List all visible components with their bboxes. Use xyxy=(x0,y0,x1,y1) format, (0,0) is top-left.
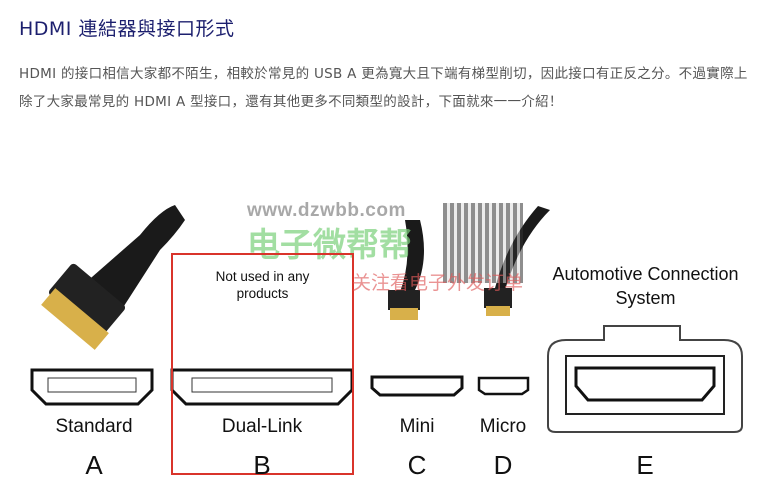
watermark-brand: 电子微帮帮 xyxy=(247,225,412,264)
hdmi-connector-figure: www.dzwbb.com 电子微帮帮 Not used in any prod… xyxy=(0,180,762,494)
automotive-port-icon xyxy=(547,325,743,433)
dual-link-note: Not used in any products xyxy=(215,269,310,301)
standard-cable-image xyxy=(41,205,185,350)
watermark-qr-code-icon xyxy=(443,203,523,283)
standard-port-icon xyxy=(30,368,154,406)
article-paragraph: HDMI 的接口相信大家都不陌生，相較於常見的 USB A 更為寬大且下端有梯型… xyxy=(19,66,748,110)
watermark-slogan: 关注看电子外发订单 xyxy=(352,272,524,294)
connector-name-micro: Micro xyxy=(479,416,527,437)
mini-port-icon xyxy=(370,375,464,397)
connector-drawings xyxy=(30,205,743,433)
micro-port-icon xyxy=(477,376,530,396)
connector-name-standard: Standard xyxy=(55,416,133,437)
connector-letter-a: A xyxy=(85,450,103,480)
article-title: HDMI 連結器與接口形式 xyxy=(19,18,235,40)
dual-link-highlight-box xyxy=(171,253,354,475)
connector-letter-d: D xyxy=(493,450,513,480)
connector-letter-e: E xyxy=(636,450,654,480)
connector-letter-c: C xyxy=(407,450,427,480)
automotive-label: Automotive Connection System xyxy=(552,264,739,308)
connector-letter-b: B xyxy=(253,450,271,480)
connector-name-mini: Mini xyxy=(399,416,435,437)
watermark-url: www.dzwbb.com xyxy=(247,200,406,221)
connector-name-dual-link: Dual-Link xyxy=(221,416,303,437)
